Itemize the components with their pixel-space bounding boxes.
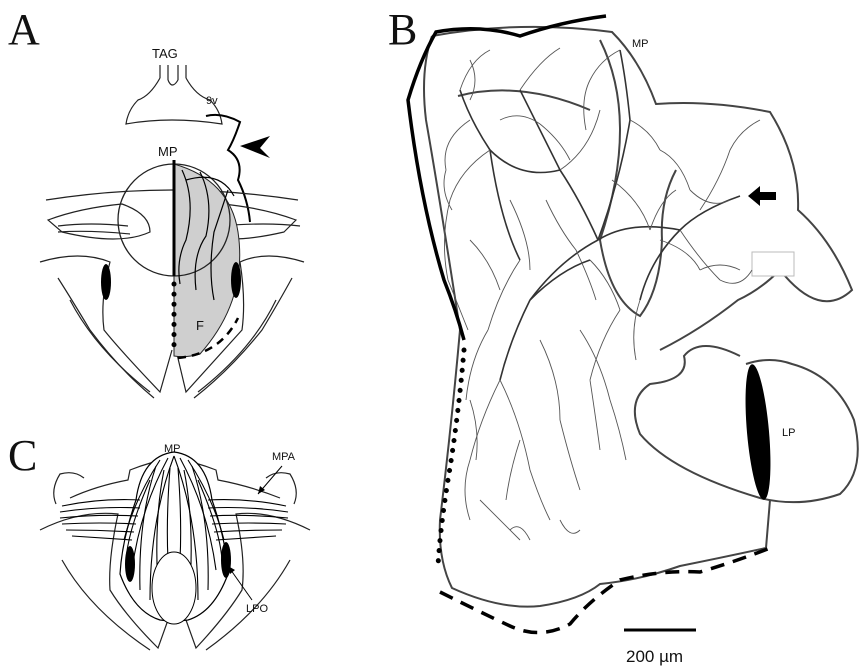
- lp-label: LP: [782, 427, 795, 439]
- arrowhead-icon: [240, 136, 270, 158]
- c-inner-oval: [152, 552, 196, 624]
- mp-label-a: MP: [158, 144, 178, 159]
- panel-c: C: [8, 431, 310, 650]
- lp-outline: [635, 346, 858, 502]
- f-label: F: [196, 318, 204, 333]
- mpa-label: MPA: [272, 451, 296, 463]
- tag-label: TAG: [152, 46, 178, 61]
- neuron-arbor: [444, 48, 760, 540]
- panel-b-letter: B: [388, 5, 417, 54]
- arrow-left-icon: [748, 186, 776, 206]
- c-oval-left: [125, 546, 135, 582]
- c-oval-right: [221, 542, 231, 578]
- b-solid-border: [408, 16, 606, 340]
- panel-a-letter: A: [8, 5, 40, 54]
- scale-bar-label: 200 µm: [626, 647, 683, 666]
- panel-b: B: [388, 5, 858, 666]
- oval-right: [231, 262, 241, 298]
- b-small-box: [752, 252, 794, 276]
- oval-left: [101, 264, 111, 300]
- b-dashed-border: [440, 548, 770, 633]
- b-main-outline: [432, 27, 852, 350]
- b-dotted-border: [438, 350, 464, 566]
- panel-c-letter: C: [8, 431, 37, 480]
- lp-black-oval: [741, 363, 775, 500]
- panel-a: A TAG 9v: [8, 5, 304, 398]
- mp-label-b: MP: [632, 38, 649, 50]
- nerve-9v-label: 9v: [206, 95, 218, 107]
- lpo-label: LPO: [246, 603, 268, 615]
- mp-label-c: MP: [164, 443, 181, 455]
